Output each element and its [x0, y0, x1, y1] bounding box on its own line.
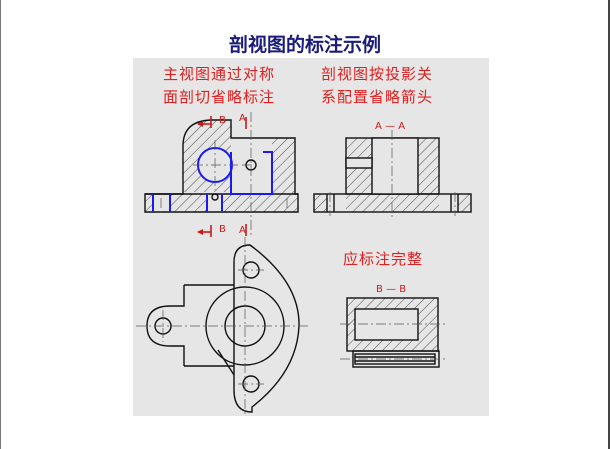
left-border — [0, 0, 1, 449]
note-front-view: 主视图通过对称 面剖切省略标注 — [163, 63, 275, 109]
label-section-aa: A — A — [375, 121, 405, 132]
technical-drawing: B A B A A — A — [136, 112, 472, 416]
note-projection-line1: 剖视图按投影关 — [321, 65, 434, 83]
note-projection: 剖视图按投影关 系配置省略箭头 — [321, 63, 433, 109]
side-view-aa — [313, 130, 472, 218]
note-complete-label: 应标注完整 — [343, 250, 424, 268]
label-section-bb: B — B — [376, 284, 406, 295]
label-b-top: B — [219, 115, 226, 126]
right-border — [608, 0, 610, 449]
label-a-bottom: A — [239, 225, 246, 236]
note-front-view-line1: 主视图通过对称 — [163, 65, 276, 83]
slide-title: 剖视图的标注示例 — [228, 34, 381, 56]
section-view-bb — [340, 297, 446, 368]
label-a-top: A — [239, 113, 246, 124]
front-view — [144, 112, 299, 238]
top-view — [136, 237, 310, 416]
note-projection-line2: 系配置省略箭头 — [321, 88, 434, 106]
note-front-view-line2: 面剖切省略标注 — [163, 88, 276, 106]
label-b-bottom: B — [219, 224, 226, 235]
